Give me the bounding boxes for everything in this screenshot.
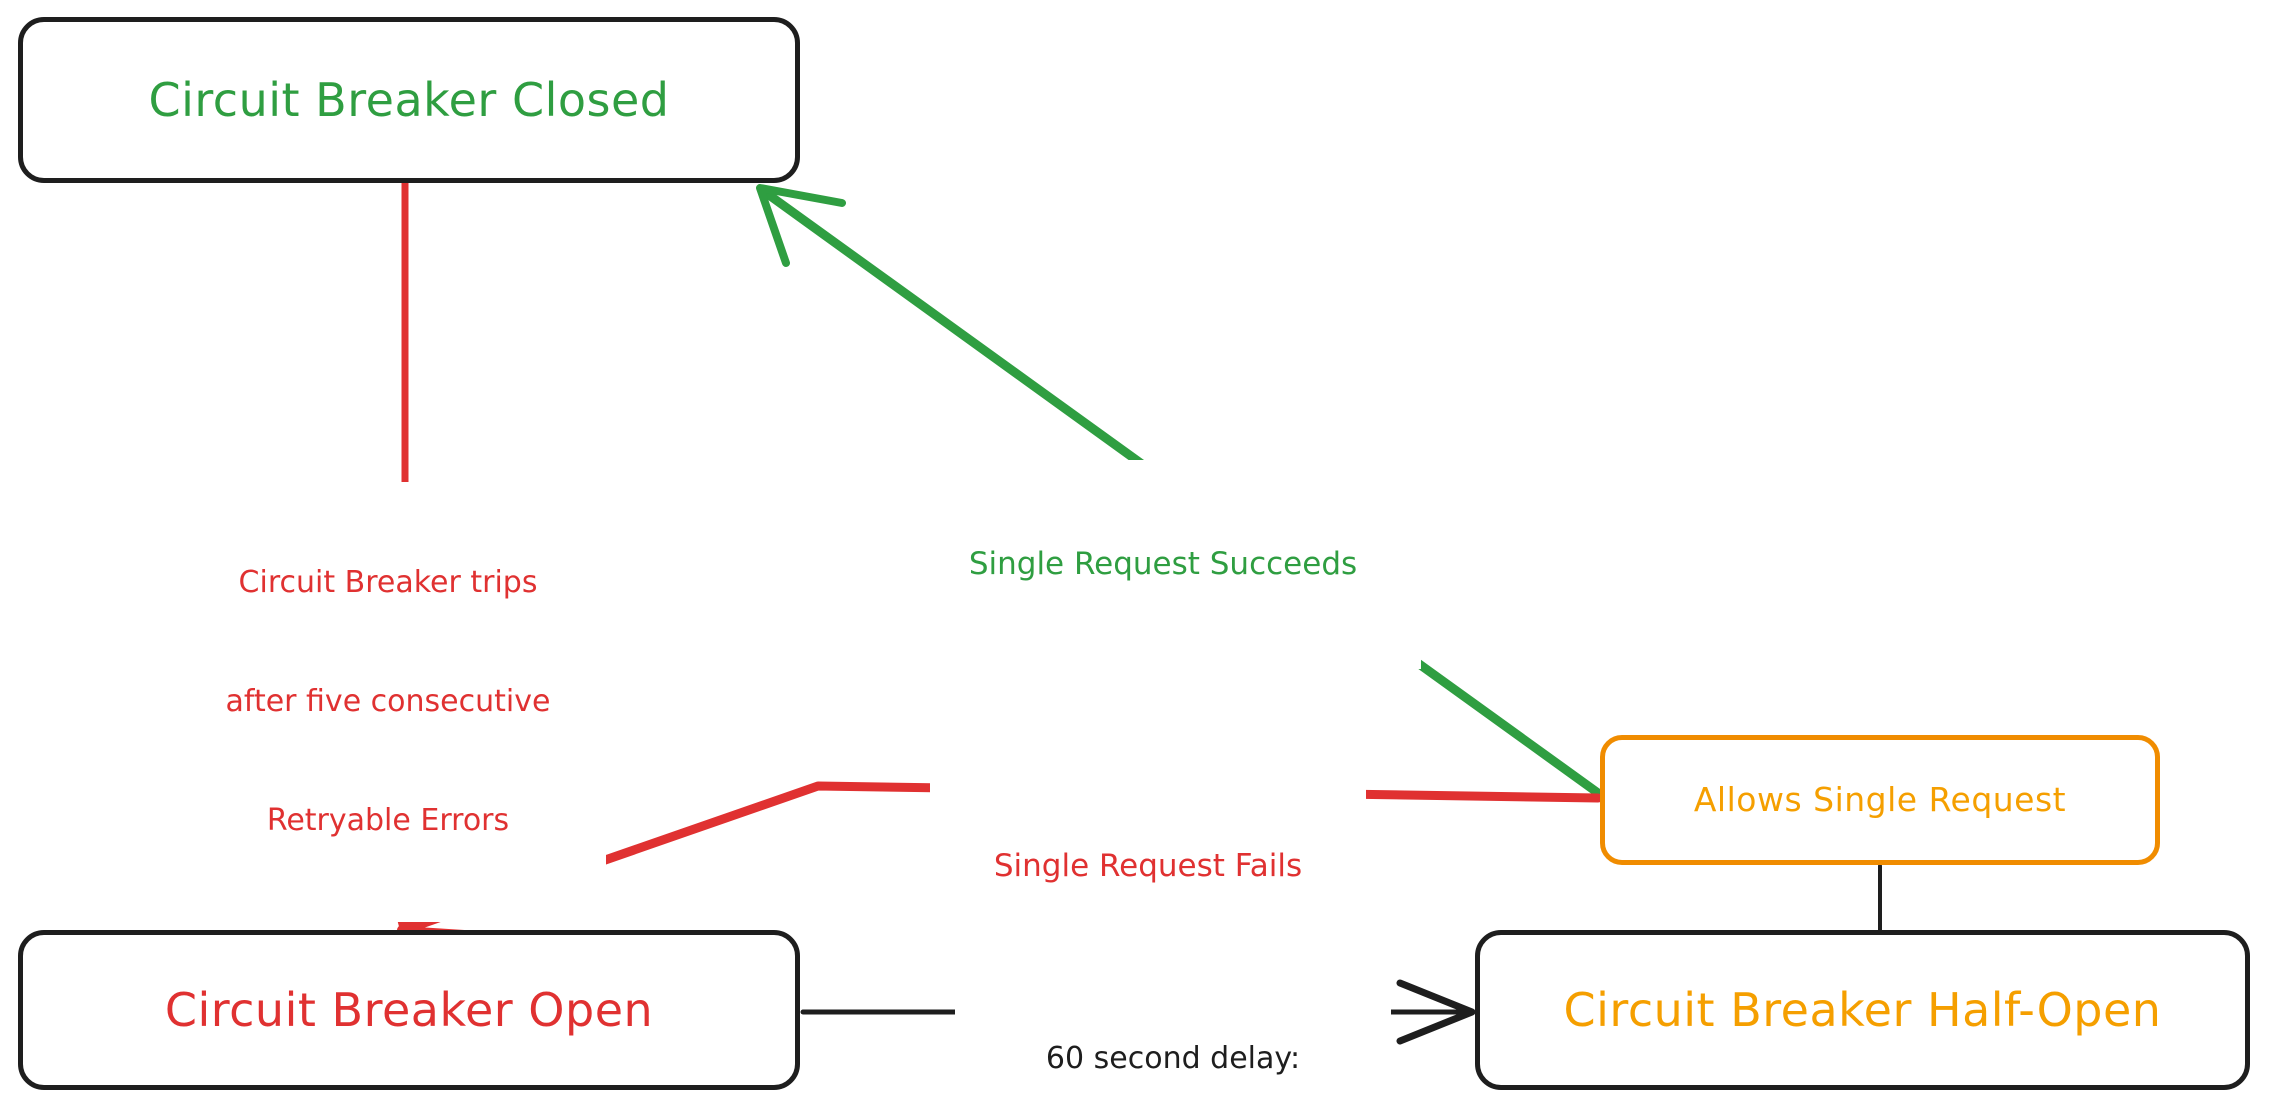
edge-label-fails-text: Single Request Fails xyxy=(993,847,1303,884)
state-node-label-closed: Circuit Breaker Closed xyxy=(148,72,670,127)
edge-label-sixty-second-delay: 60 second delay: No requests allowed xyxy=(955,958,1391,1107)
edge-label-single-request-fails: Single Request Fails xyxy=(930,762,1366,971)
edge-label-delay-line-1: 60 second delay: xyxy=(1045,1041,1301,1077)
state-node-circuit-breaker-closed[interactable]: Circuit Breaker Closed xyxy=(18,17,800,183)
edge-label-trips-line-2: after five consecutive xyxy=(225,683,551,719)
state-node-label-half-open: Circuit Breaker Half-Open xyxy=(1563,982,2162,1037)
edge-allows-to-closed-arrowhead xyxy=(756,184,846,267)
edge-label-succeeds-text: Single Request Succeeds xyxy=(968,545,1358,582)
state-node-label-allows: Allows Single Request xyxy=(1693,779,2067,819)
edge-label-trips-line-3: Retryable Errors xyxy=(266,802,510,838)
state-node-label-open: Circuit Breaker Open xyxy=(164,982,654,1037)
state-node-circuit-breaker-open[interactable]: Circuit Breaker Open xyxy=(18,930,800,1090)
state-node-allows-single-request[interactable]: Allows Single Request xyxy=(1600,735,2160,865)
edge-open-to-halfopen-arrowhead xyxy=(1396,979,1476,1045)
edge-label-circuit-breaker-trips: Circuit Breaker trips after five consecu… xyxy=(170,482,606,922)
edge-label-single-request-succeeds: Single Request Succeeds xyxy=(905,460,1421,669)
state-node-circuit-breaker-half-open[interactable]: Circuit Breaker Half-Open xyxy=(1475,930,2250,1090)
edge-label-trips-line-1: Circuit Breaker trips xyxy=(238,565,538,601)
